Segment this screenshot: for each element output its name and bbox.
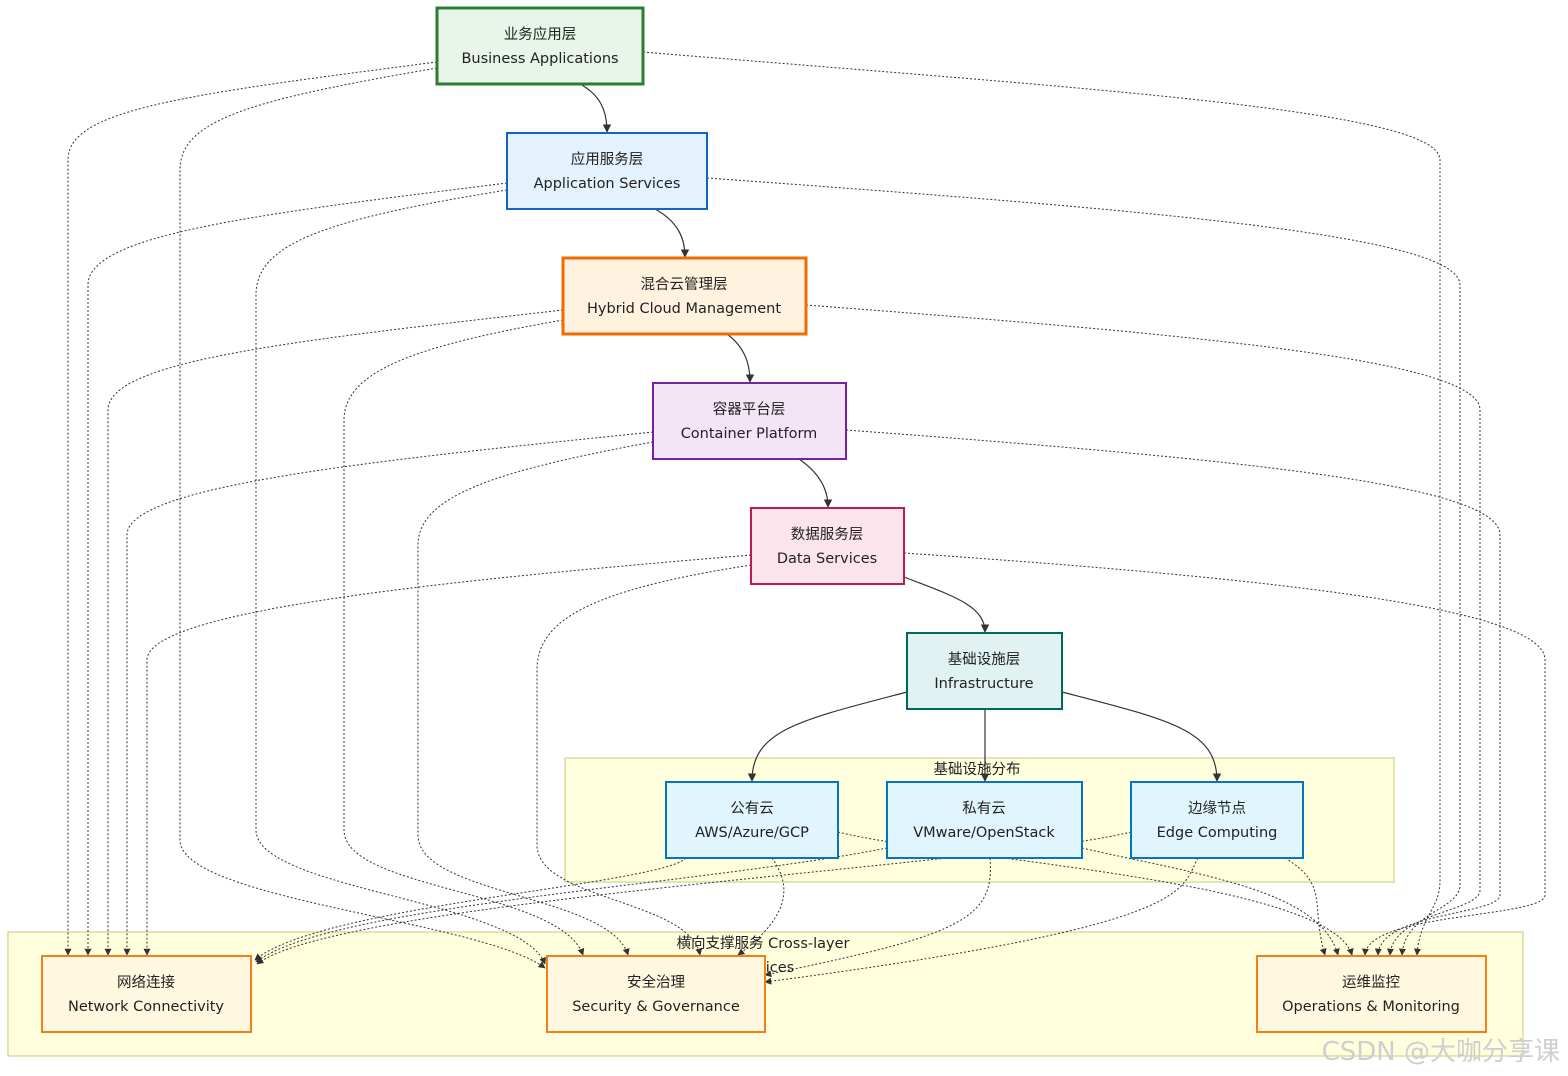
node-security-governance[interactable]: 安全治理 Security & Governance [546, 955, 766, 1033]
node-hybrid-cloud-management-en: Hybrid Cloud Management [587, 301, 781, 317]
node-edge-computing-en: Edge Computing [1157, 825, 1278, 841]
edge-hybrid-ops [805, 304, 1481, 956]
node-container-platform[interactable]: 容器平台层 Container Platform [652, 382, 847, 460]
edge-business-network [64, 61, 438, 956]
edge-private-security [764, 857, 991, 978]
edge-datasvc-ops [903, 552, 1546, 956]
node-operations-monitoring[interactable]: 运维监控 Operations & Monitoring [1256, 955, 1487, 1033]
node-edge-computing[interactable]: 边缘节点 Edge Computing [1130, 781, 1304, 859]
edge-edge-ops [1284, 857, 1327, 956]
node-network-connectivity-zh: 网络连接 [117, 974, 175, 991]
edge-public-network [254, 857, 687, 961]
node-business-applications[interactable]: 业务应用层 Business Applications [435, 6, 645, 86]
node-infrastructure-zh: 基础设施层 [948, 651, 1021, 668]
layer-solid-edges [579, 83, 1222, 782]
edge-business-appsvc [579, 83, 612, 133]
node-infrastructure-en: Infrastructure [934, 676, 1033, 692]
node-hybrid-cloud-management[interactable]: 混合云管理层 Hybrid Cloud Management [561, 256, 808, 336]
edge-hybrid-network [104, 309, 564, 956]
edge-infra-public [747, 691, 908, 782]
edge-appsvc-security [255, 189, 546, 965]
edge-appsvc-network [84, 182, 508, 956]
node-network-connectivity-en: Network Connectivity [68, 999, 224, 1015]
edge-private-ops [1081, 847, 1340, 956]
node-container-platform-zh: 容器平台层 [713, 401, 786, 418]
watermark: CSDN @大咖分享课 [1322, 1037, 1560, 1067]
node-private-cloud-zh: 私有云 [962, 800, 1006, 817]
edge-appsvc-hybrid [654, 208, 690, 258]
edge-datasvc-infra [903, 576, 990, 633]
edge-appsvc-ops [706, 177, 1461, 956]
node-private-cloud[interactable]: 私有云 VMware/OpenStack [886, 781, 1083, 859]
node-private-cloud-en: VMware/OpenStack [913, 825, 1055, 841]
node-operations-monitoring-en: Operations & Monitoring [1282, 999, 1460, 1015]
node-infrastructure[interactable]: 基础设施层 Infrastructure [906, 632, 1063, 710]
group-infrastructure-distribution-title: 基础设施分布 [934, 761, 1021, 778]
edge-business-security [179, 67, 546, 969]
node-network-connectivity[interactable]: 网络连接 Network Connectivity [41, 955, 252, 1033]
node-application-services[interactable]: 应用服务层 Application Services [506, 132, 708, 210]
group-cross-layer-services-title-overflow: ices [766, 960, 794, 976]
edge-datasvc-network [143, 554, 752, 956]
node-public-cloud-zh: 公有云 [730, 800, 774, 817]
node-application-services-en: Application Services [534, 176, 681, 192]
node-security-governance-en: Security & Governance [572, 999, 740, 1015]
edge-public-security [737, 857, 785, 956]
edge-container-datasvc [798, 458, 833, 508]
node-public-cloud-en: AWS/Azure/GCP [695, 825, 809, 841]
group-cross-layer-services-title: 横向支撑服务 Cross-layer [677, 935, 850, 952]
node-data-services-en: Data Services [777, 551, 877, 567]
node-business-applications-zh: 业务应用层 [504, 25, 577, 43]
edge-private-network [255, 847, 888, 963]
edge-hybrid-container [726, 333, 755, 383]
node-edge-computing-zh: 边缘节点 [1188, 800, 1246, 817]
node-data-services[interactable]: 数据服务层 Data Services [750, 507, 905, 585]
node-operations-monitoring-zh: 运维监控 [1342, 974, 1400, 991]
node-public-cloud[interactable]: 公有云 AWS/Azure/GCP [665, 781, 839, 859]
node-container-platform-en: Container Platform [681, 426, 818, 442]
node-hybrid-cloud-management-zh: 混合云管理层 [641, 276, 728, 293]
node-security-governance-zh: 安全治理 [627, 973, 685, 991]
edge-infra-edge [1061, 691, 1222, 782]
node-data-services-zh: 数据服务层 [791, 526, 864, 543]
edge-hybrid-security [343, 319, 585, 956]
node-business-applications-en: Business Applications [461, 51, 618, 67]
node-application-services-zh: 应用服务层 [571, 150, 644, 168]
edge-container-security [417, 441, 654, 956]
